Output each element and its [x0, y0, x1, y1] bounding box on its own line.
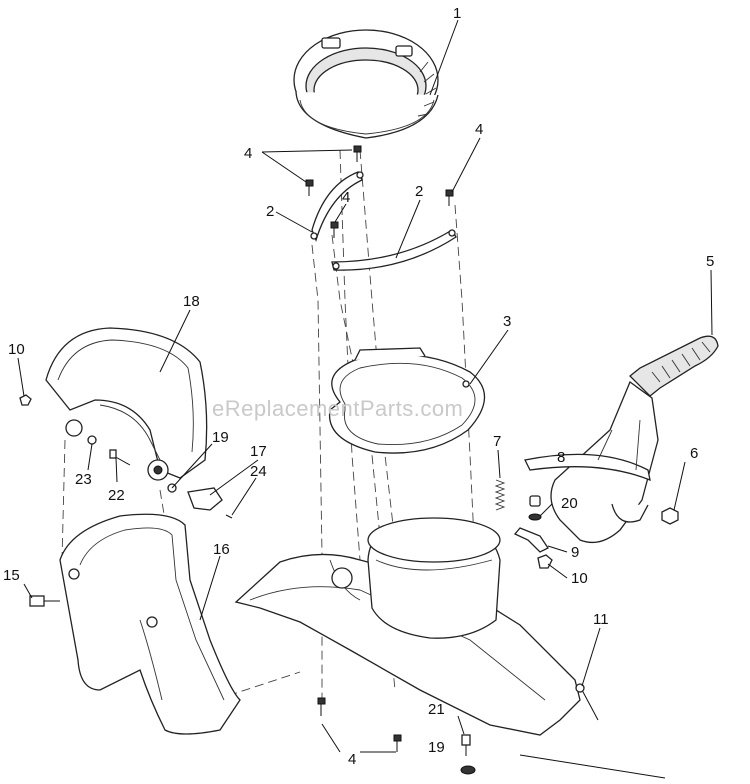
- callout-7: 7: [493, 433, 501, 450]
- leader-lines: [17, 19, 713, 753]
- callout-4: 4: [244, 145, 252, 162]
- callout-3: 3: [503, 313, 511, 330]
- parts-19-21-bottom: [460, 734, 476, 775]
- part-1-chute-ring: [293, 29, 439, 139]
- main-chute-housing: [234, 517, 581, 736]
- callout-16: 16: [213, 541, 230, 558]
- callout-19: 19: [428, 739, 445, 756]
- callout-18: 18: [183, 293, 200, 310]
- callout-20: 20: [561, 495, 578, 512]
- callout-4: 4: [342, 189, 350, 206]
- callout-4: 4: [348, 751, 356, 768]
- callout-23: 23: [75, 471, 92, 488]
- part-2-strap-right: [331, 229, 457, 271]
- callout-2: 2: [266, 203, 274, 220]
- callout-19: 19: [212, 429, 229, 446]
- callout-2: 2: [415, 183, 423, 200]
- callout-15: 15: [3, 567, 20, 584]
- part-2-strap-left: [310, 171, 364, 242]
- callout-17: 17: [250, 443, 267, 460]
- callout-9: 9: [571, 544, 579, 561]
- callout-4: 4: [475, 121, 483, 138]
- callout-21: 21: [428, 701, 445, 718]
- left-fasteners: [19, 394, 233, 607]
- part-5-handle: [524, 335, 719, 544]
- callout-6: 6: [690, 445, 698, 462]
- part-16-lower-chute: [59, 513, 241, 735]
- callout-8: 8: [557, 449, 565, 466]
- part-18-deflector: [45, 327, 208, 481]
- callout-11: 11: [593, 611, 609, 628]
- part-6-nut: [661, 507, 679, 525]
- callout-10: 10: [571, 570, 588, 587]
- callout-24: 24: [250, 463, 267, 480]
- callout-10: 10: [8, 341, 25, 358]
- callout-5: 5: [706, 253, 714, 270]
- callout-1: 1: [453, 5, 461, 22]
- bolts-4: [305, 145, 454, 752]
- callout-labels: 1 4 4 2 4 2 5 18 3 10 19 17 23 22 24 7 8…: [3, 5, 714, 768]
- parts-7-10-hardware: [494, 479, 553, 569]
- callout-22: 22: [108, 487, 125, 504]
- part-3-ring-bracket: [328, 347, 486, 454]
- watermark: eReplacementParts.com: [212, 396, 463, 421]
